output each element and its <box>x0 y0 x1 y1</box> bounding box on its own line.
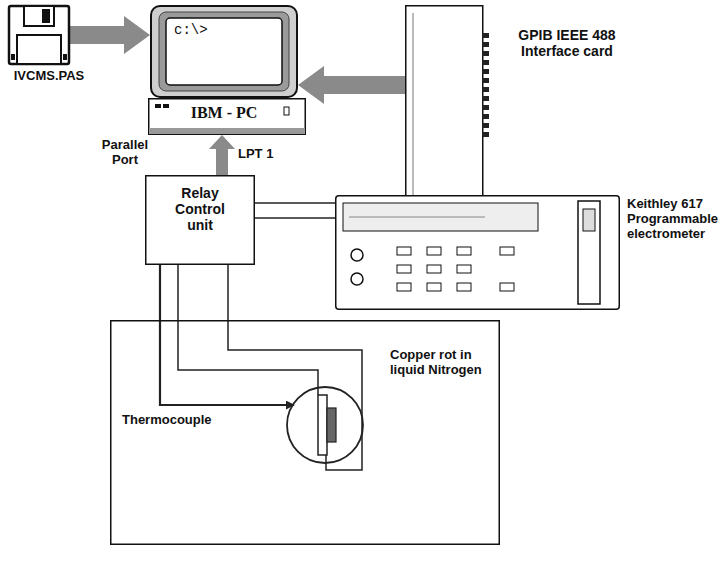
key-button <box>500 283 514 291</box>
edge-contact <box>482 69 489 74</box>
key-button <box>397 283 411 291</box>
key-button <box>427 247 441 255</box>
cryostat-box: Copper rot in liquid Nitrogen <box>110 320 500 545</box>
key-button <box>397 247 411 255</box>
signal-wire <box>255 202 335 204</box>
monitor-case <box>151 6 297 97</box>
thermocouple-label: Thermocouple <box>122 413 232 428</box>
electrometer-outline <box>335 195 620 310</box>
edge-contact <box>482 105 489 110</box>
edge-contact <box>482 33 489 38</box>
floppy-disk-outline <box>8 5 70 65</box>
node-text: GPIB IEEE 488 Interface card <box>517 27 617 59</box>
computer-monitor-outline <box>150 5 298 98</box>
disk-label-area <box>17 35 61 64</box>
edge-contact <box>482 60 489 65</box>
key-button <box>427 265 441 273</box>
card-bracket <box>413 13 414 222</box>
edge-contact <box>482 96 489 101</box>
pc-base-unit: IBM - PC <box>148 98 306 135</box>
signal-wire <box>255 217 335 219</box>
base-case <box>149 99 306 135</box>
computer-monitor: c:\> <box>150 5 298 98</box>
key-button <box>457 247 471 255</box>
power-button <box>583 209 595 231</box>
key-button <box>500 247 514 255</box>
edge-contact <box>482 42 489 47</box>
drive-light <box>163 104 169 108</box>
port-arrow <box>216 149 228 175</box>
sample-wire <box>228 320 362 470</box>
edge-contact <box>482 123 489 128</box>
edge-contact <box>482 51 489 56</box>
key-button <box>397 265 411 273</box>
base-foot <box>149 128 305 134</box>
display-segment <box>349 217 485 218</box>
edge-contact <box>482 114 489 119</box>
thermocouple-wire <box>160 265 294 405</box>
node-text: c:\> <box>174 22 244 38</box>
disk-shutter <box>24 6 54 26</box>
key-button <box>457 283 471 291</box>
side-panel <box>578 201 600 304</box>
data-arrow <box>324 76 405 94</box>
sample-plate <box>327 408 336 442</box>
meter-case <box>336 196 620 310</box>
disk-body <box>9 6 69 64</box>
edge-contact <box>482 78 489 83</box>
edge-contact <box>482 87 489 92</box>
floppy-disk: IVCMS.PAS <box>8 5 70 65</box>
node-text: IVCMS.PAS <box>4 69 94 84</box>
shutter-slot <box>42 9 50 23</box>
copper-rod <box>318 395 327 455</box>
disk-hole <box>63 54 67 60</box>
electrometer: Keithley 617 Programmable electrometer <box>335 195 620 310</box>
input-jack <box>351 249 363 261</box>
sample-holder <box>287 387 363 463</box>
edge-label: LPT 1 <box>236 147 275 162</box>
cryostat-box-border <box>111 321 500 545</box>
sample-wire <box>227 265 229 320</box>
node-text: Copper rot in liquid Nitrogen <box>390 348 494 378</box>
power-switch <box>284 107 289 115</box>
edge-contact <box>482 132 489 137</box>
node-text: IBM - PC <box>148 104 300 122</box>
input-jack <box>351 273 363 285</box>
disk-hole <box>11 54 15 60</box>
monitor-screen <box>166 18 282 85</box>
key-button <box>457 265 471 273</box>
node-text: Keithley 617 Programmable electrometer <box>627 197 715 242</box>
drive-light <box>155 104 161 108</box>
relay-box-border <box>146 176 255 265</box>
port-label: Parallel Port <box>95 138 155 168</box>
node-text: Relay Control unit <box>164 185 236 233</box>
sample-wire <box>178 265 318 395</box>
relay-box: Relay Control unit <box>145 175 255 265</box>
data-arrow <box>70 26 124 44</box>
monitor-bezel <box>159 12 289 91</box>
key-button <box>427 283 441 291</box>
meter-display <box>343 203 538 231</box>
